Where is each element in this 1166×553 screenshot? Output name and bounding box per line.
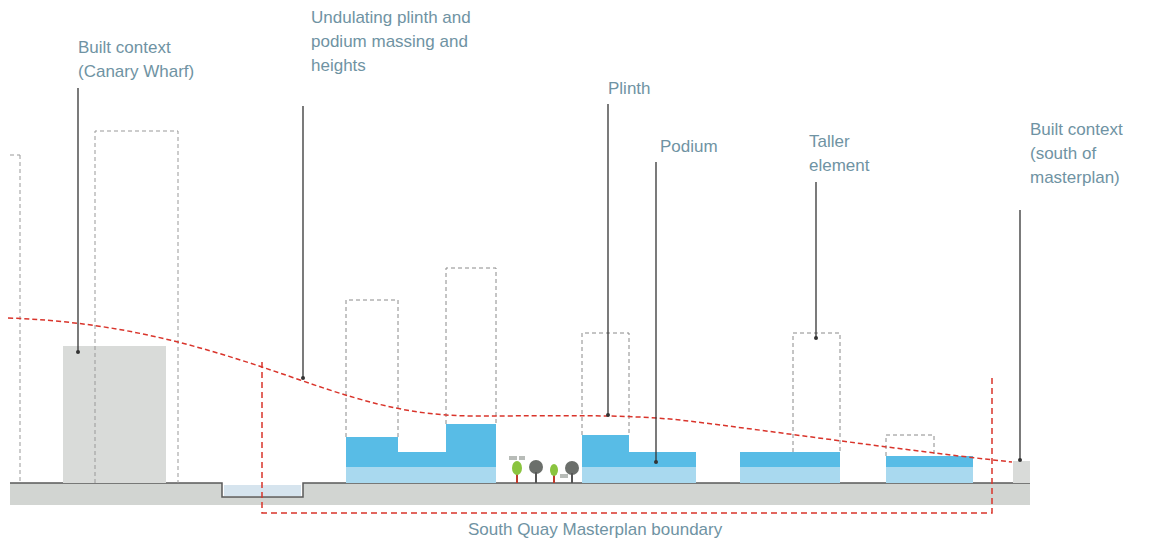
taller-element-outlines [346, 268, 934, 456]
callout-label: Plinth [608, 77, 728, 101]
leader-lines [78, 88, 1020, 462]
masterplan-boundary [262, 362, 992, 513]
podium-massing [346, 467, 973, 483]
trees [509, 456, 579, 483]
callout-label: Built context (Canary Wharf) [78, 36, 218, 84]
ground-line [10, 483, 1030, 497]
boundary-label: South Quay Masterplan boundary [468, 518, 722, 542]
canary-wharf-block [63, 346, 166, 483]
south-context-block [1013, 461, 1030, 483]
context-tower-outline [95, 131, 178, 483]
callout-label: Podium [660, 135, 780, 159]
callout-label: Taller element [809, 130, 909, 178]
leader-dots [76, 336, 1022, 464]
callout-label: Undulating plinth and podium massing and… [311, 6, 503, 78]
ground [10, 483, 1030, 505]
callout-label: Built context (south of masterplan) [1030, 118, 1160, 190]
context-outline [10, 155, 20, 156]
height-envelope-curve [8, 318, 1012, 462]
plinth-massing [346, 424, 973, 467]
